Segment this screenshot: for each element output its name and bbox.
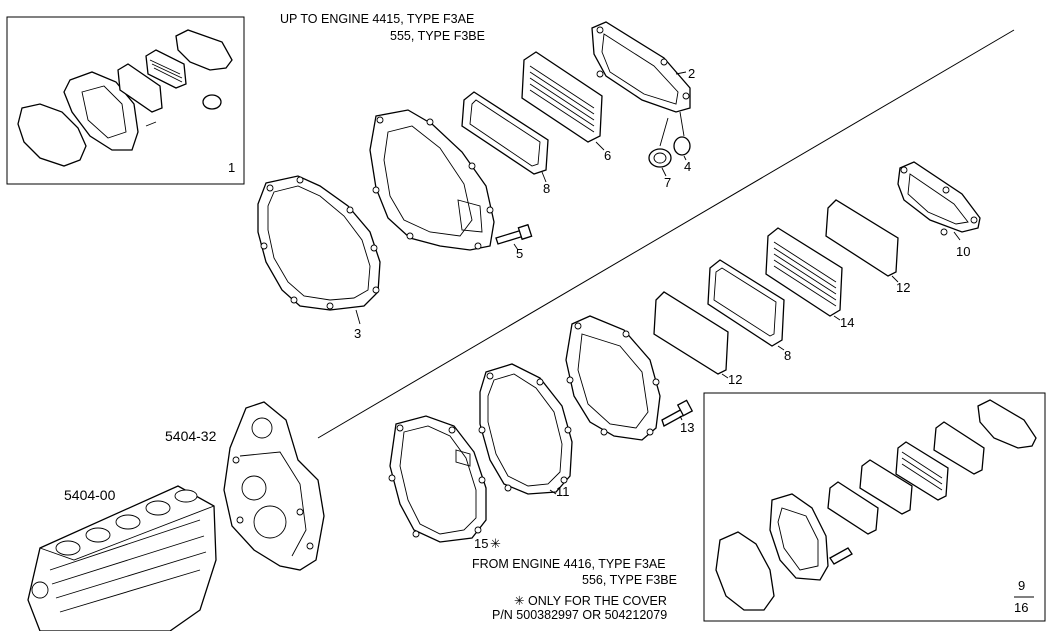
callout-7: 7 — [664, 175, 671, 190]
part-12-gasket-upper — [825, 199, 899, 277]
inset-new-assembly: 9 16 — [703, 392, 1046, 622]
inset2-gasket — [715, 531, 775, 611]
part-4-o-ring — [673, 136, 691, 156]
inset2-bolt — [829, 547, 853, 565]
callout-8: 8 — [543, 181, 550, 196]
callout-6: 6 — [604, 148, 611, 163]
inset1-seal — [202, 94, 222, 110]
part-13-bolt — [661, 399, 694, 427]
part-14-filter-element — [765, 227, 843, 317]
inset1-filter-frame — [117, 63, 163, 113]
callout-15-asterisk: ✳ — [490, 536, 501, 551]
inset1-cover — [175, 29, 233, 71]
timing-housing-reference — [223, 401, 325, 571]
part-3-gasket — [257, 175, 381, 311]
part-10-breather-cover — [897, 161, 981, 236]
part-7-seal — [648, 148, 672, 168]
bottom-note-line-1: FROM ENGINE 4416, TYPE F3AE — [472, 557, 666, 571]
callout-1: 1 — [228, 160, 235, 175]
callout-14: 14 — [840, 315, 854, 330]
callout-11: 11 — [556, 484, 570, 499]
part-12-gasket-lower — [653, 291, 729, 375]
top-note-line-1: UP TO ENGINE 4415, TYPE F3AE — [280, 12, 474, 26]
callout-8-lower: 8 — [784, 348, 791, 363]
page-total: 16 — [1014, 600, 1028, 615]
inset2-housing — [769, 493, 829, 581]
callout-15: 15 — [474, 536, 488, 551]
part-8-filter-frame — [461, 91, 549, 175]
reference-5404-00: 5404-00 — [64, 487, 116, 503]
crankcase-cover-housing-new — [565, 315, 661, 441]
engine-block-reference — [27, 485, 217, 631]
bottom-note-line-4: P/N 500382997 OR 504212079 — [492, 608, 667, 622]
part-15-gasket — [388, 415, 487, 543]
part-11-gasket — [478, 363, 573, 495]
callout-3: 3 — [354, 326, 361, 341]
callout-12-upper: 12 — [896, 280, 910, 295]
crankcase-cover-housing — [369, 109, 495, 251]
bottom-note-line-3: ONLY FOR THE COVER — [528, 594, 667, 608]
page-number: 9 — [1018, 578, 1025, 593]
part-2-breather-cover — [591, 21, 691, 113]
callout-12-lower: 12 — [728, 372, 742, 387]
callout-2: 2 — [688, 66, 695, 81]
version-divider-line — [317, 29, 1015, 439]
part-6-filter-element — [521, 51, 603, 143]
reference-5404-32: 5404-32 — [165, 428, 217, 444]
callout-10: 10 — [956, 244, 970, 259]
top-note-line-2: 555, TYPE F3BE — [390, 29, 485, 43]
inset1-gasket — [17, 103, 87, 167]
bottom-note-asterisk: ✳ — [514, 594, 525, 608]
inset2-cover — [977, 399, 1037, 449]
inset2-frame-8 — [859, 459, 913, 515]
part-5-bolt — [495, 223, 533, 245]
part-8-filter-frame-lower — [707, 259, 785, 347]
callout-13: 13 — [680, 420, 694, 435]
bottom-note-line-2: 556, TYPE F3BE — [582, 573, 677, 587]
inset2-gasket-12b — [933, 421, 985, 475]
inset2-gasket-12 — [827, 481, 879, 535]
inset-old-assembly: 1 — [6, 16, 245, 185]
callout-4: 4 — [684, 159, 691, 174]
callout-5: 5 — [516, 246, 523, 261]
